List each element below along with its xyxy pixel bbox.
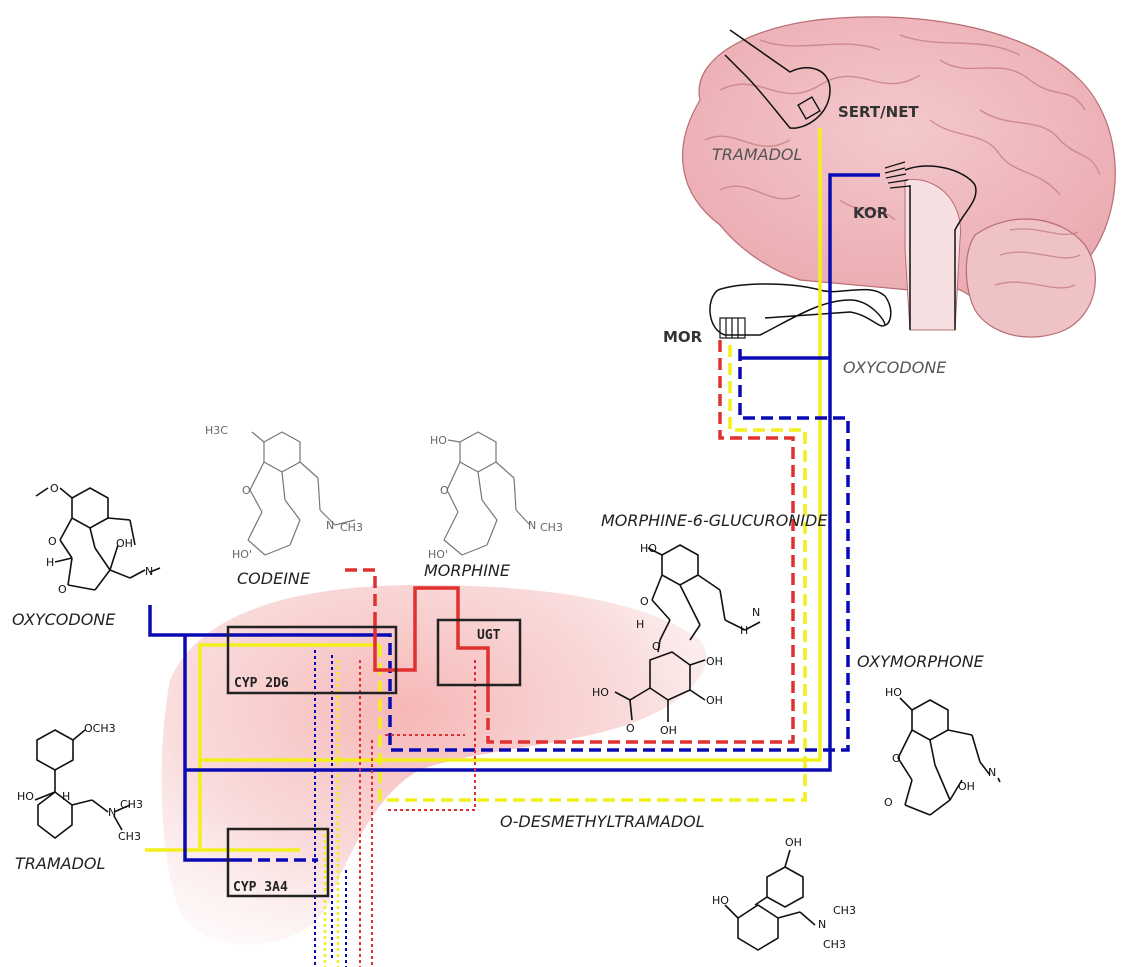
o-desmethyltramadol-structure — [724, 849, 816, 951]
m6g-atom-n: N — [752, 606, 760, 619]
morphine-label: MORPHINE — [424, 561, 511, 580]
serotonergic-neuron-outline — [724, 29, 831, 129]
codeine-atom-h3c: H3C — [205, 424, 228, 437]
morphine-atom-ch3: CH3 — [540, 521, 563, 534]
enzyme-cyp3a4: CYP 3A4 — [226, 827, 330, 898]
tramadol-atom-ch3-a: CH3 — [120, 798, 143, 811]
codeine-atom-n: N — [326, 519, 334, 532]
oxycodone-path-dotted — [314, 650, 347, 967]
m6g-atom-h2: H — [740, 624, 748, 637]
m6g-atom-oh2: OH — [706, 694, 723, 707]
odt-atom-oh: OH — [785, 836, 802, 849]
morphine-atom-o: O — [440, 484, 449, 497]
mor-receptor-icon — [719, 317, 746, 339]
tramadol-label: TRAMADOL — [15, 854, 105, 873]
oxycodone-label: OXYCODONE — [12, 610, 116, 629]
kor-label: KOR — [853, 204, 889, 222]
morphine-6-glucuronide-structure — [614, 544, 761, 722]
oxycodone-structure — [35, 487, 161, 591]
pathway-lines — [145, 128, 880, 967]
m6g-atom-ho2: HO — [592, 686, 609, 699]
m6g-atom-oh3: OH — [660, 724, 677, 737]
tramadol-atom-ho: HO — [17, 790, 34, 803]
oxycodone-brain-label: OXYCODONE — [843, 358, 947, 377]
morphine-atom-ho2: HO' — [428, 548, 448, 561]
tramadol-path-cyp2d6-dashed — [378, 345, 807, 802]
codeine-label: CODEINE — [237, 569, 311, 588]
oxymorphone-structure — [897, 697, 1001, 816]
m6g-atom-o1: O — [640, 595, 649, 608]
oxycodone-atom-n: N — [145, 565, 153, 578]
oxycodone-atom-o3: O — [58, 583, 67, 596]
codeine-structure — [247, 431, 356, 556]
mor-neuron-outline — [709, 289, 886, 336]
oxymorphone-atom-n: N — [988, 766, 996, 779]
tramadol-path-dotted-down — [323, 660, 340, 967]
oxymorphone-atom-o2: O — [884, 796, 893, 809]
morphine-path-dotted — [359, 660, 476, 967]
codeine-path-dashed — [345, 568, 377, 620]
oxycodone-path-solid — [148, 173, 880, 862]
m6g-atom-oh1: OH — [706, 655, 723, 668]
oxymorphone-atom-o1: O — [892, 752, 901, 765]
oxycodone-atom-oh: OH — [116, 537, 133, 550]
oxymorphone-atom-oh: OH — [958, 780, 975, 793]
oxymorphone-atom-ho: HO — [885, 686, 902, 699]
enzyme-cyp2d6: CYP 2D6 — [226, 625, 398, 695]
morphine-structure — [443, 431, 531, 556]
odt-atom-ch3-b: CH3 — [823, 938, 846, 951]
tramadol-structure — [34, 729, 131, 840]
tramadol-path-solid — [145, 128, 822, 852]
m6g-atom-o3: O — [626, 722, 635, 735]
oxymorphone-label: OXYMORPHONE — [857, 652, 985, 671]
morphine-atom-ho1: HO — [430, 434, 447, 447]
cyp3a4-label: CYP 3A4 — [233, 880, 288, 895]
m6g-atom-o2: O — [652, 640, 661, 653]
odt-atom-ho: HO — [712, 894, 729, 907]
morphine-atom-n: N — [528, 519, 536, 532]
brain-illustration — [681, 16, 1116, 339]
codeine-atom-o: O — [242, 484, 251, 497]
morphine-6-glucuronide-label: MORPHINE-6-GLUCURONIDE — [601, 511, 828, 530]
mor-label: MOR — [663, 328, 703, 346]
tramadol-atom-h: H — [62, 790, 70, 803]
oxycodone-path-dashed — [240, 345, 850, 862]
liver-shape — [161, 585, 707, 945]
ugt-label: UGT — [477, 628, 501, 643]
sert-net-label: SERT/NET — [838, 103, 919, 121]
tramadol-atom-n: N — [108, 806, 116, 819]
enzyme-ugt: UGT — [436, 618, 522, 687]
cerebellum — [965, 218, 1096, 338]
odt-atom-ch3-a: CH3 — [833, 904, 856, 917]
morphine-path-dashed — [486, 340, 795, 744]
oxycodone-atom-h: H — [46, 556, 54, 569]
m6g-atom-h1: H — [636, 618, 644, 631]
sert-net-transporter-icon — [797, 96, 821, 120]
tramadol-brain-label: TRAMADOL — [712, 145, 802, 164]
codeine-atom-ch3: CH3 — [340, 521, 363, 534]
kor-receptor-icon — [884, 161, 911, 189]
tramadol-atom-och3: OCH3 — [84, 722, 116, 735]
odt-atom-n: N — [818, 918, 826, 931]
codeine-morphine-path-solid — [373, 586, 490, 700]
brainstem — [904, 178, 962, 331]
o-desmethyltramadol-label: O-DESMETHYLTRAMADOL — [500, 812, 705, 831]
cyp2d6-label: CYP 2D6 — [234, 676, 289, 691]
tramadol-atom-ch3-b: CH3 — [118, 830, 141, 843]
m6g-atom-ho1: HO — [640, 542, 657, 555]
oxycodone-atom-o1: O — [50, 482, 59, 495]
liver-illustration — [161, 585, 707, 945]
codeine-atom-ho: HO' — [232, 548, 252, 561]
oxycodone-atom-o2: O — [48, 535, 57, 548]
kor-neuron-outline — [904, 165, 977, 330]
